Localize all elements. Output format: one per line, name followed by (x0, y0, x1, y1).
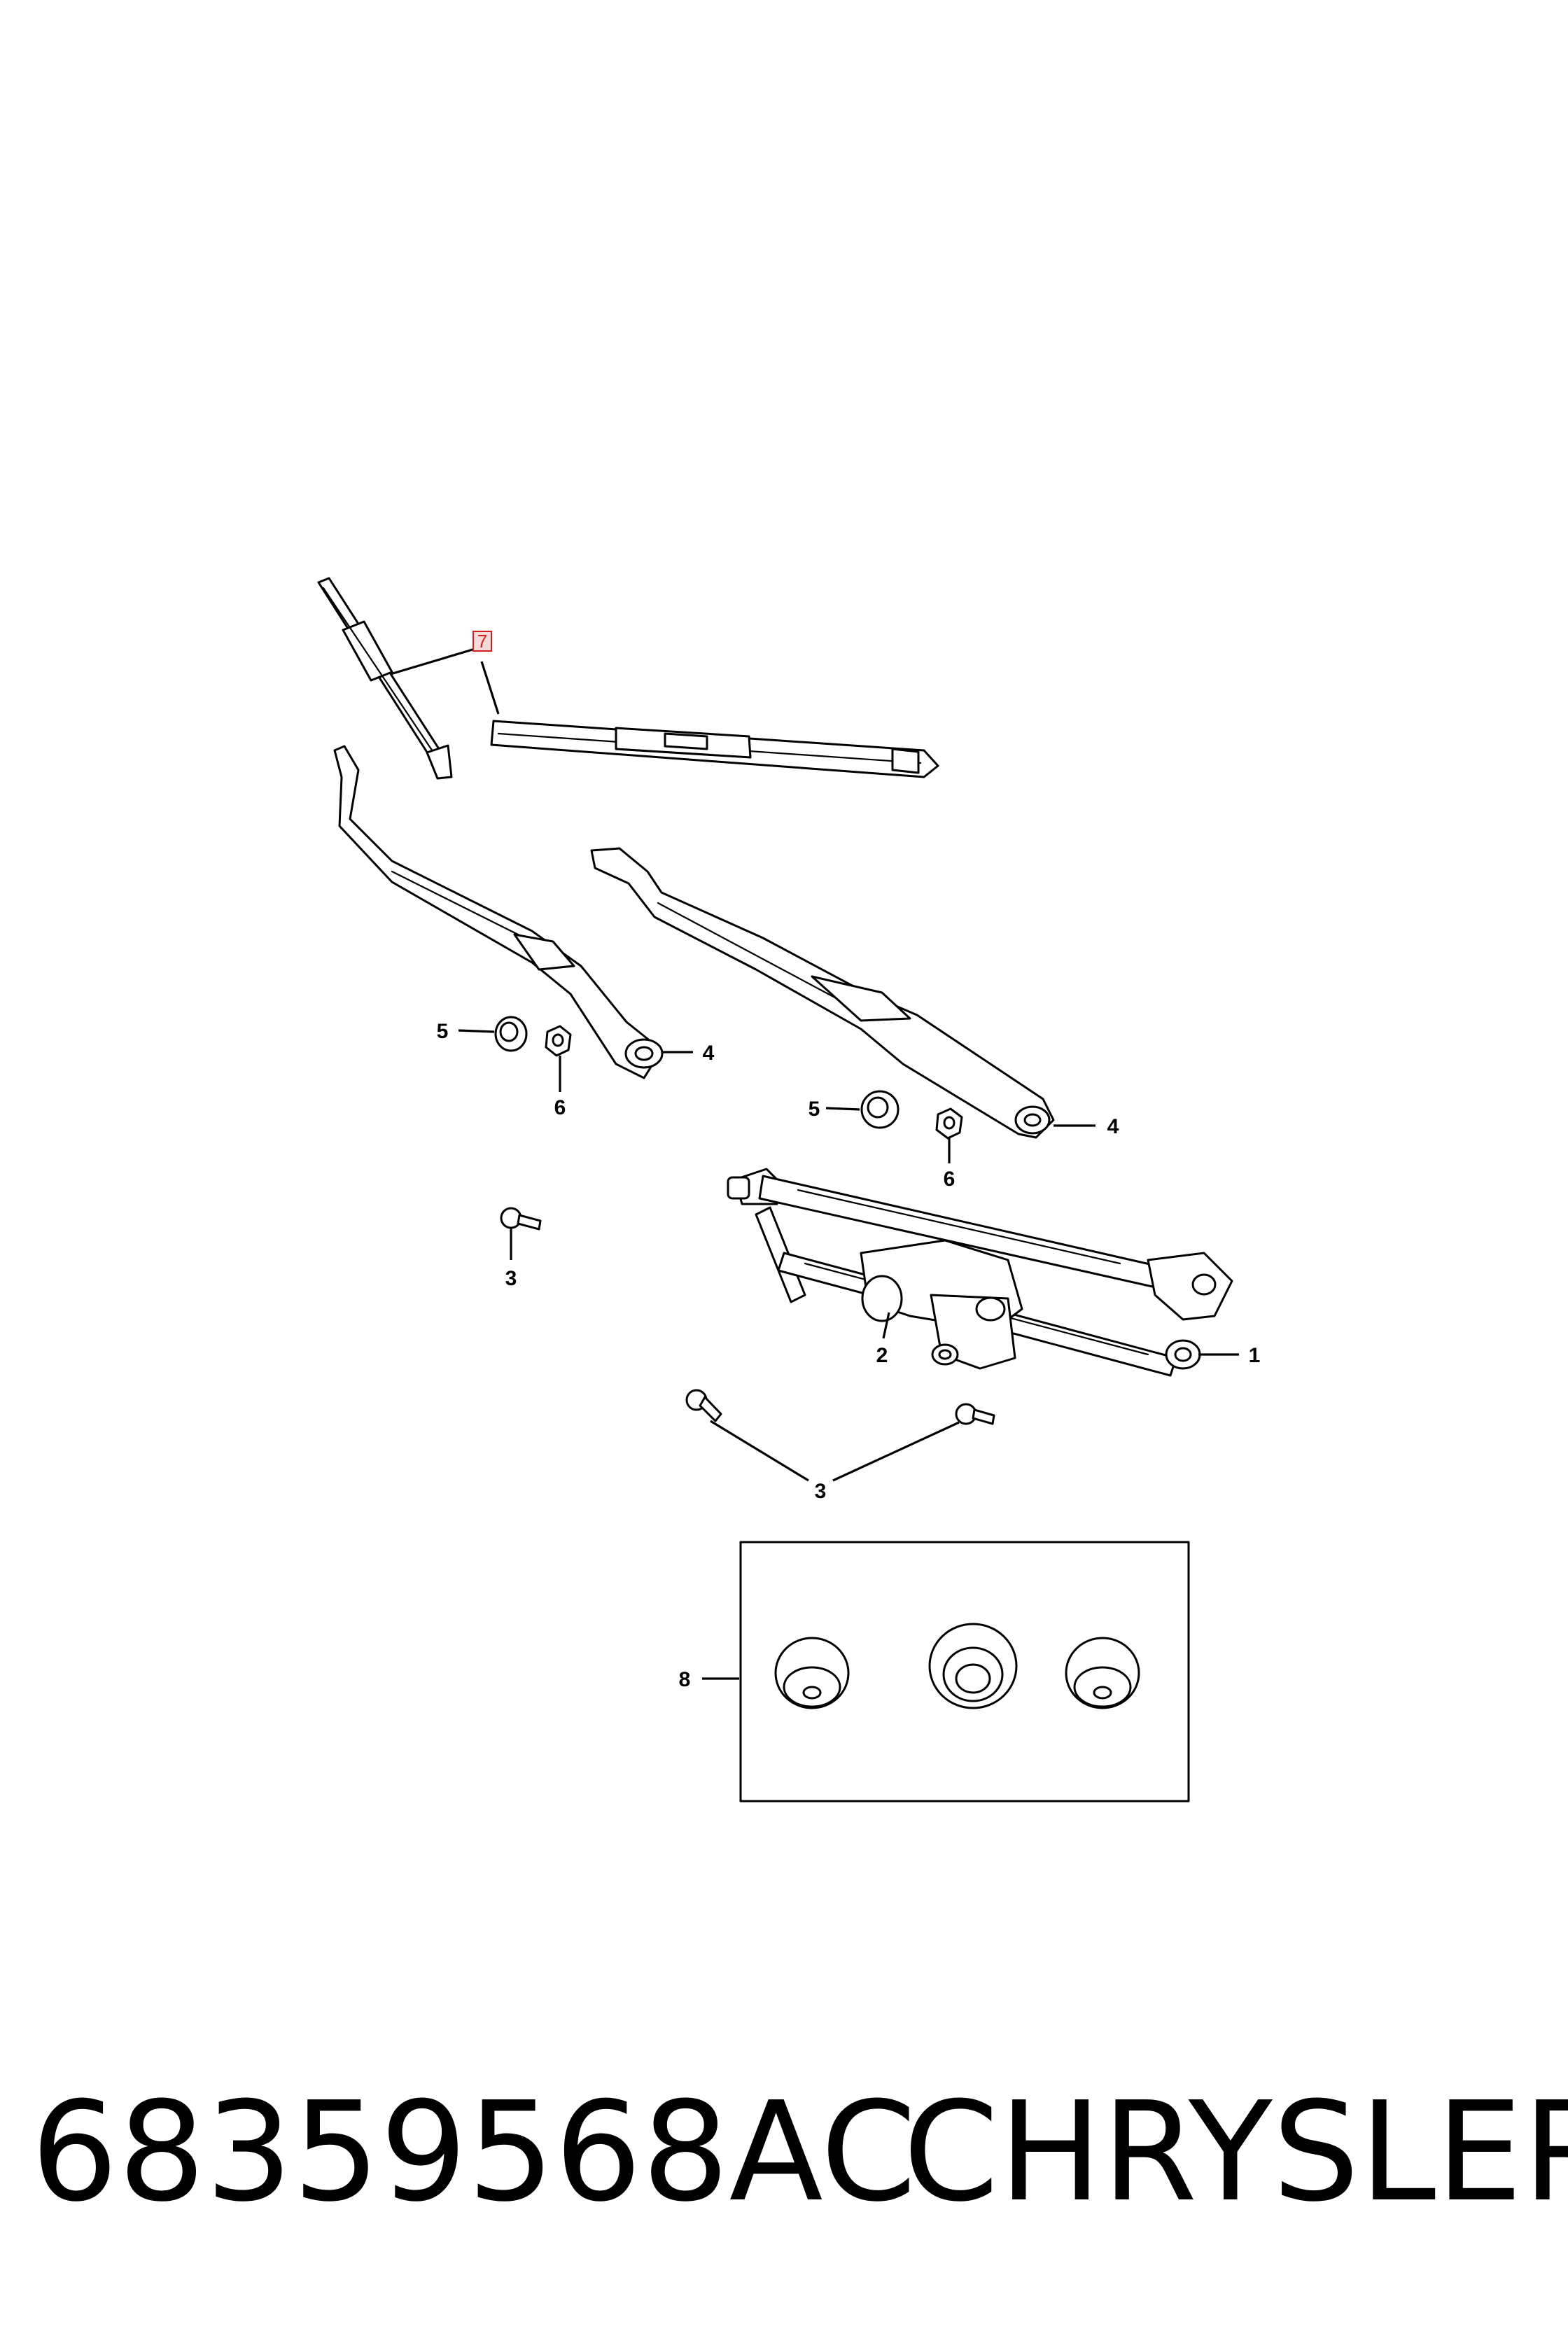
callout-6-left: 6 (554, 1096, 566, 1119)
callout-3-upper: 3 (505, 1267, 517, 1290)
arm-cap-right (860, 1090, 899, 1129)
callout-6-right: 6 (944, 1168, 955, 1191)
arm-cap-left (494, 1016, 528, 1052)
caption: 68359568AC CHRYSLER (0, 2068, 1568, 2236)
wiper-blade-right (490, 720, 939, 778)
bushing-small-left (774, 1637, 850, 1709)
callout-4-left: 4 (703, 1042, 715, 1065)
wiper-arm-right (590, 847, 1055, 1139)
callout-2: 2 (876, 1344, 888, 1367)
wiper-arm-left (333, 745, 664, 1079)
bushing-small-right (1065, 1637, 1140, 1709)
callout-5-right: 5 (808, 1098, 820, 1121)
bolt-upper-left (500, 1207, 542, 1231)
callout-7-highlight (472, 631, 492, 652)
wiper-blade-left (317, 577, 453, 780)
nut-right (935, 1107, 963, 1140)
callout-3-lower: 3 (815, 1480, 827, 1503)
part-number: 68359568AC (31, 2073, 917, 2232)
callout-4-right: 4 (1107, 1115, 1119, 1138)
brand-name: CHRYSLER (903, 2073, 1568, 2232)
bolt-lower-left (685, 1389, 722, 1422)
leader-lines (390, 646, 1239, 1680)
callout-8: 8 (679, 1668, 691, 1691)
callout-5-left: 5 (437, 1020, 449, 1043)
wiper-motor (860, 1239, 1023, 1370)
callout-7: 7 (477, 631, 487, 652)
bolt-lower-right (955, 1403, 995, 1425)
bushing-large-center (928, 1623, 1018, 1709)
callout-1: 1 (1249, 1344, 1261, 1367)
nut-left (545, 1025, 572, 1057)
